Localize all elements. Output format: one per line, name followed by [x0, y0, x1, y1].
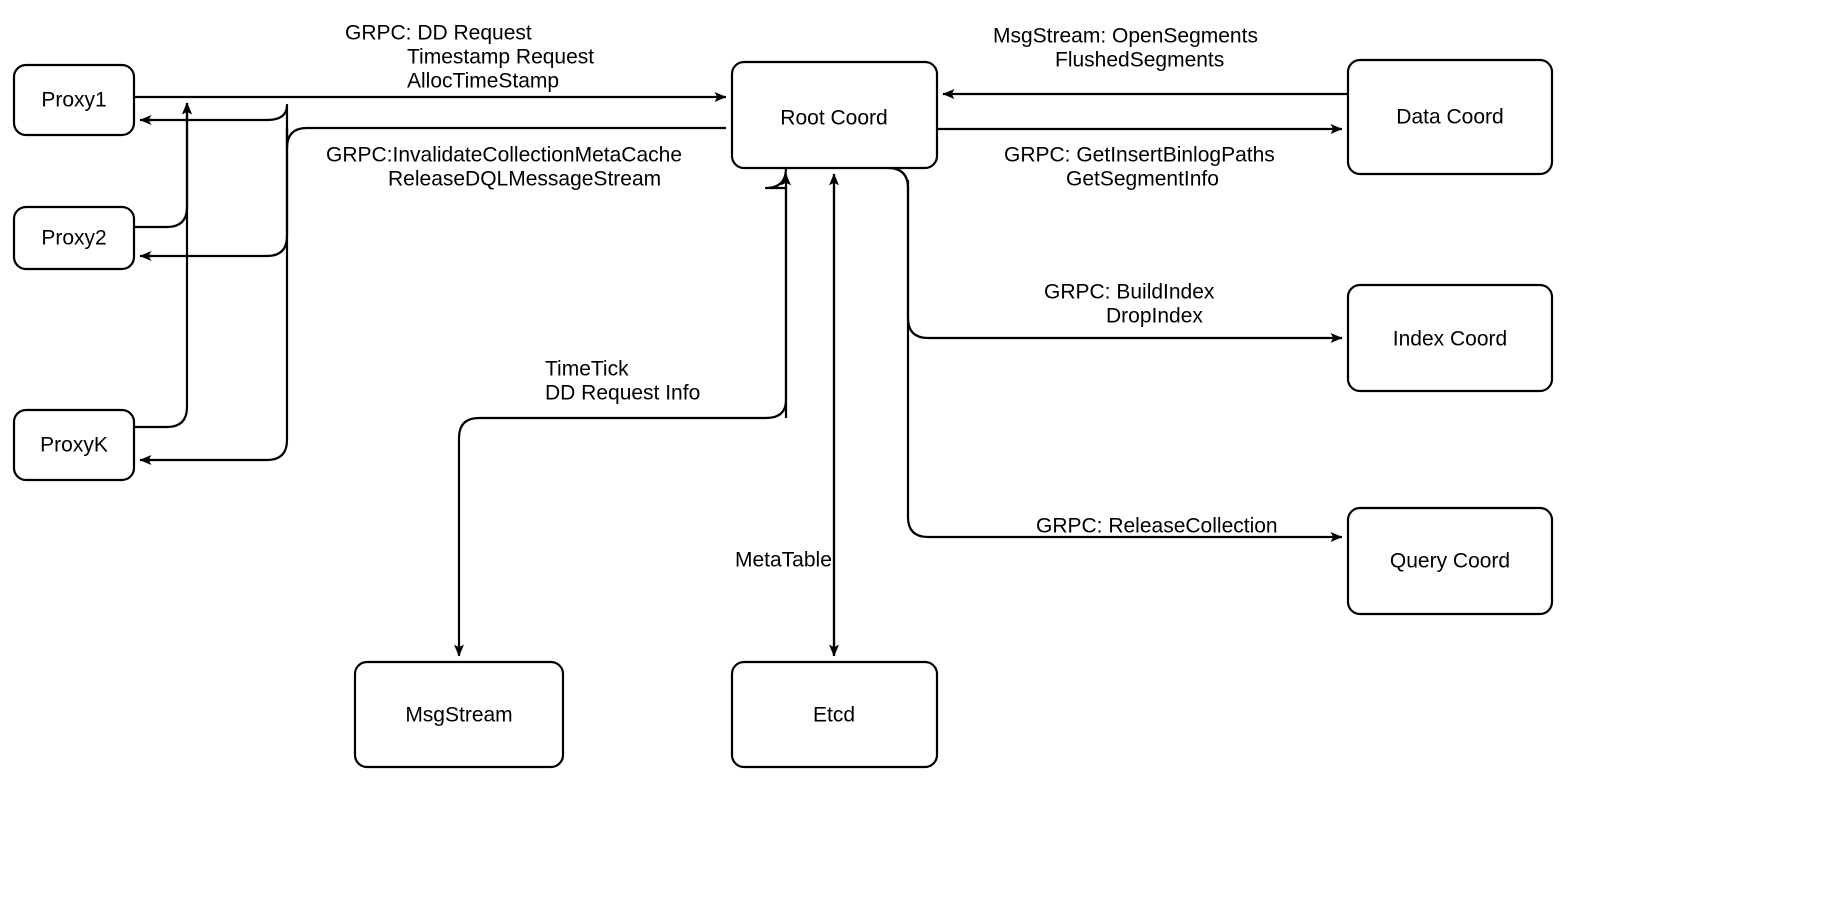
edge-label-root-to-proxy: GRPC:InvalidateCollectionMetaCache Relea…: [326, 144, 682, 191]
node-label-querycoord: Query Coord: [1390, 550, 1510, 573]
node-querycoord[interactable]: Query Coord: [1346, 506, 1554, 616]
edge-label-data-to-root: MsgStream: OpenSegments FlushedSegments: [993, 25, 1258, 72]
node-proxy2[interactable]: Proxy2: [12, 205, 136, 271]
node-etcd[interactable]: Etcd: [730, 660, 939, 769]
nodes-layer: Proxy1 Proxy2 ProxyK Root Coord Data Coo…: [12, 58, 1554, 769]
node-label-proxy2: Proxy2: [41, 227, 106, 250]
edge-label-root-to-etcd: MetaTable: [735, 549, 832, 572]
node-label-etcd: Etcd: [813, 704, 855, 727]
edge-label-line: MetaTable: [735, 549, 832, 572]
edge-label-root-to-index: GRPC: BuildIndex DropIndex: [1044, 281, 1215, 328]
edge-rootcoord-to-proxy2: [139, 128, 289, 261]
edge-label-line: GRPC: DD Request: [345, 22, 532, 45]
node-proxy1[interactable]: Proxy1: [12, 63, 136, 137]
node-label-indexcoord: Index Coord: [1393, 328, 1507, 351]
edge-label-line: TimeTick: [545, 358, 629, 381]
node-label-rootcoord: Root Coord: [780, 107, 887, 130]
edge-label-line: GRPC: BuildIndex: [1044, 281, 1215, 304]
edge-label-line: Timestamp Request: [407, 46, 594, 69]
edge-label-proxy-to-root: GRPC: DD Request Timestamp Request Alloc…: [345, 22, 594, 93]
edge-label-root-to-query: GRPC: ReleaseCollection: [1036, 515, 1278, 538]
node-label-datacoord: Data Coord: [1396, 106, 1503, 129]
node-label-proxyk: ProxyK: [40, 434, 108, 457]
edge-rootcoord-to-querycoord: [906, 180, 1343, 542]
edge-label-root-to-msgstream: TimeTick DD Request Info: [545, 358, 700, 405]
edge-label-line: DropIndex: [1106, 305, 1203, 328]
node-msgstream[interactable]: MsgStream: [353, 660, 565, 769]
edge-label-line: AllocTimeStamp: [407, 70, 559, 93]
edge-rootcoord-to-msgstream: [454, 167, 788, 657]
edge-label-root-to-data: GRPC: GetInsertBinlogPaths GetSegmentInf…: [1004, 144, 1275, 191]
edge-labels-layer: GRPC: DD Request Timestamp Request Alloc…: [326, 22, 1278, 572]
edge-label-line: FlushedSegments: [1055, 49, 1224, 72]
edge-rootcoord-to-proxyk: [139, 128, 289, 465]
edge-label-line: DD Request Info: [545, 382, 700, 405]
edge-label-line: GRPC: ReleaseCollection: [1036, 515, 1278, 538]
edge-label-line: MsgStream: OpenSegments: [993, 25, 1258, 48]
edge-proxyk-to-rootcoord: [134, 102, 192, 429]
edge-label-line: ReleaseDQLMessageStream: [388, 168, 661, 191]
edge-proxy2-to-rootcoord: [134, 102, 192, 229]
node-label-proxy1: Proxy1: [41, 89, 106, 112]
edge-label-line: GRPC: GetInsertBinlogPaths: [1004, 144, 1275, 167]
edges-layer: [134, 89, 1348, 657]
node-proxyk[interactable]: ProxyK: [12, 408, 136, 482]
node-datacoord[interactable]: Data Coord: [1346, 58, 1554, 176]
node-indexcoord[interactable]: Index Coord: [1346, 283, 1554, 393]
node-label-msgstream: MsgStream: [405, 704, 512, 727]
edge-label-line: GRPC:InvalidateCollectionMetaCache: [326, 144, 682, 167]
edge-rootcoord-to-proxy1: [139, 103, 726, 150]
node-rootcoord[interactable]: Root Coord: [730, 60, 939, 170]
edge-label-line: GetSegmentInfo: [1066, 168, 1219, 191]
